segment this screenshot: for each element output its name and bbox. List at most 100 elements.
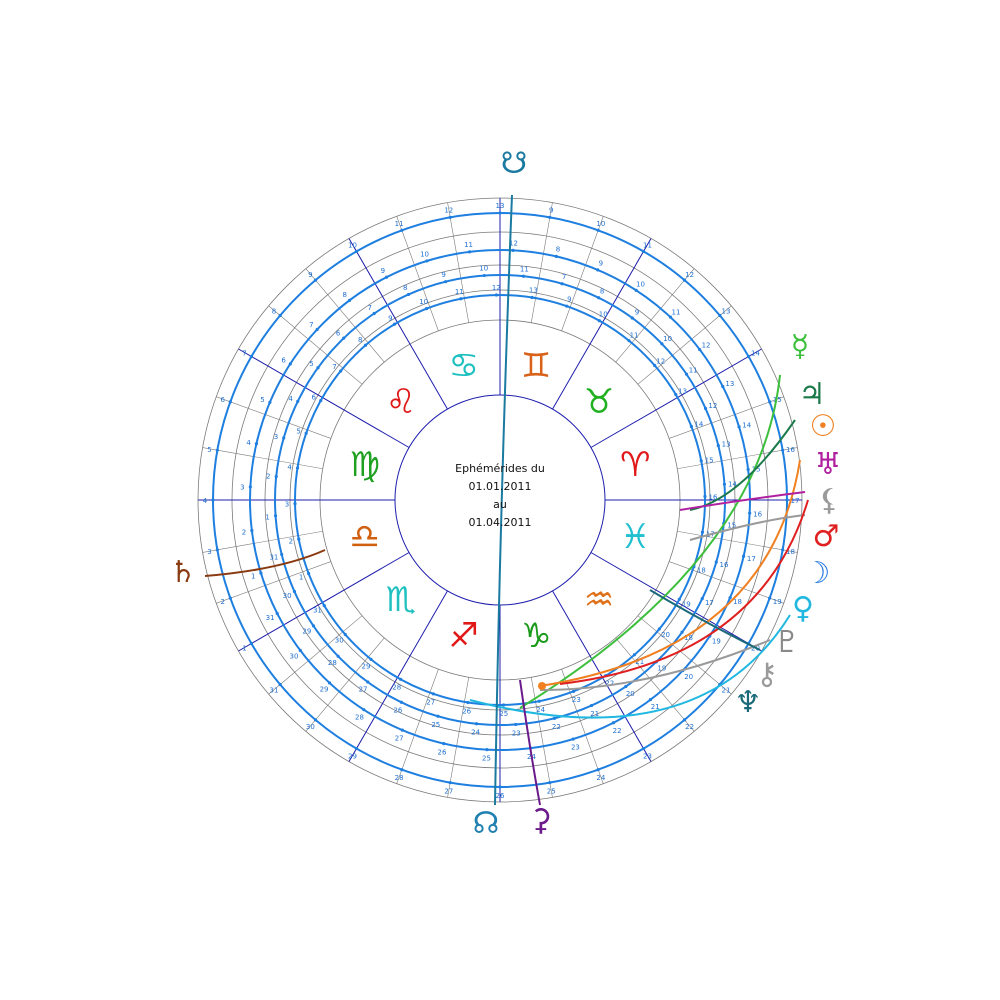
day-dot [400, 768, 404, 772]
day-dot [689, 424, 693, 429]
day-label: 13 [529, 287, 538, 295]
day-dot [703, 406, 708, 411]
day-dot [425, 259, 429, 263]
day-dot [746, 467, 750, 472]
day-dot [530, 295, 534, 300]
day-dot [714, 560, 718, 564]
day-label: 11 [671, 308, 680, 316]
day-dot [248, 485, 252, 489]
day-dot [768, 400, 772, 404]
day-label: 22 [685, 723, 694, 731]
day-dot [313, 278, 318, 282]
day-label: 9 [567, 296, 571, 304]
day-label: 16 [753, 511, 762, 519]
day-label: 16 [720, 561, 729, 569]
day-dot [372, 311, 376, 316]
spoke-170 [202, 447, 323, 470]
day-dot [448, 781, 452, 785]
caption-date-start: 01.01.2011 [468, 480, 532, 493]
day-label: 29 [348, 752, 357, 760]
day-dot [342, 336, 346, 340]
day-dot [537, 699, 541, 703]
day-label: 8 [556, 246, 560, 254]
day-label: 18 [697, 566, 706, 574]
day-label: 28 [355, 713, 364, 721]
caption-date-end: 01.04.2011 [468, 516, 532, 529]
day-label: 12 [656, 357, 665, 365]
day-dot [657, 627, 661, 631]
day-dot [315, 327, 319, 332]
day-dot [319, 399, 323, 403]
day-label: 2 [221, 598, 225, 606]
day-dot [682, 718, 687, 722]
day-label: 9 [441, 271, 445, 279]
planet-path-9 [649, 589, 761, 651]
day-dot [632, 653, 637, 657]
spoke-190 [202, 530, 323, 553]
day-label: 29 [361, 663, 370, 671]
planet-neptune-icon: ♆ [735, 685, 762, 720]
spoke-260 [447, 677, 470, 798]
day-dot [552, 716, 557, 720]
planet-south-node-icon: ☋ [501, 146, 528, 181]
day-label: 9 [381, 267, 385, 275]
day-dot [399, 677, 403, 681]
spoke-160 [216, 396, 331, 439]
day-dot [366, 680, 370, 684]
day-label: 10 [596, 220, 605, 228]
day-label: 19 [682, 600, 691, 608]
day-dot [611, 721, 616, 725]
planet-venus-icon: ♀ [792, 591, 814, 626]
day-label: 25 [499, 710, 508, 718]
day-dot [703, 494, 707, 499]
day-label: 21 [722, 687, 731, 695]
day-label: 4 [287, 464, 292, 472]
day-label: 1 [299, 573, 303, 581]
zodiac-signs: ♊♉♈♓♒♑♐♏♎♍♌♋ [350, 346, 651, 656]
sign-capricorn-icon: ♑ [521, 616, 551, 656]
day-label: 28 [395, 774, 404, 782]
day-label: 3 [285, 501, 289, 509]
day-label: 12 [708, 402, 717, 410]
day-dot [278, 313, 282, 318]
day-label: 12 [509, 239, 518, 247]
spoke-350 [677, 530, 798, 553]
planet-mercury-icon: ☿ [791, 329, 809, 364]
day-dot [298, 648, 302, 653]
day-label: 5 [207, 446, 211, 454]
day-label: 27 [444, 788, 453, 796]
day-dot [406, 292, 411, 297]
day-label: 13 [678, 387, 687, 395]
planet-sun-icon: ☉ [810, 409, 837, 444]
day-dot [288, 362, 292, 366]
sign-cusps [198, 198, 802, 802]
day-label: 21 [635, 658, 644, 666]
day-label: 11 [689, 367, 698, 375]
day-dot [249, 354, 254, 359]
planet-path-7 [469, 614, 791, 719]
day-dot [721, 384, 725, 389]
planet-symbols: ☿♃☉♅⚸♂☽♀♇⚷♆☊⚳♄☋ [170, 146, 842, 841]
day-label: 6 [311, 394, 316, 402]
day-dot [392, 322, 397, 326]
day-dot [293, 501, 297, 506]
day-label: 1 [242, 645, 246, 653]
spoke-80 [530, 202, 553, 323]
day-label: 7 [309, 321, 313, 329]
planet-jupiter-icon: ♃ [799, 377, 826, 412]
day-label: 2 [289, 538, 293, 546]
day-label: 25 [547, 788, 556, 796]
caption-line-1: Ephémérides du [455, 462, 545, 475]
planet-path-12 [519, 679, 541, 806]
day-dot [554, 254, 558, 259]
spoke-100 [447, 202, 470, 323]
day-dot [746, 354, 751, 359]
day-dot [521, 274, 526, 278]
day-dot [336, 654, 340, 658]
day-label: 18 [733, 598, 742, 606]
day-dot [313, 718, 318, 722]
day-label: 18 [684, 634, 693, 642]
day-label: 27 [359, 686, 368, 694]
planet-paths [204, 194, 809, 806]
day-dot [668, 315, 673, 319]
